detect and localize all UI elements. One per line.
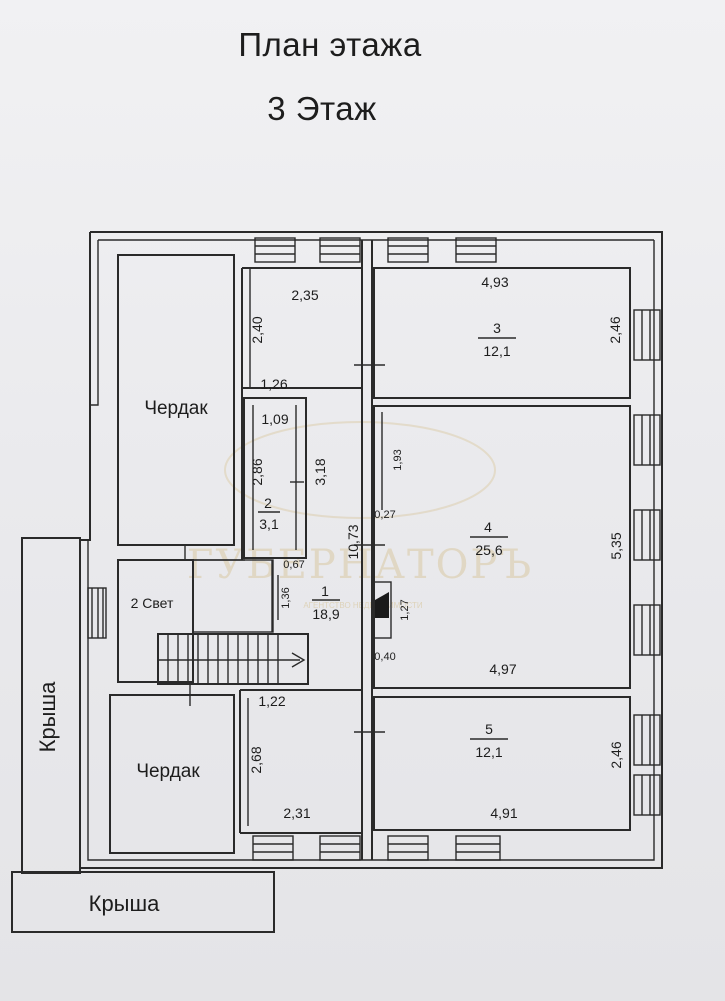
dim-1-27: 1,27	[399, 599, 411, 620]
room-4-area: 25,6	[475, 542, 502, 558]
dim-2-40: 2,40	[249, 316, 265, 343]
room-2-number: 2	[264, 495, 272, 511]
dim-4-91: 4,91	[490, 805, 517, 821]
roof-bottom-label: Крыша	[89, 891, 161, 916]
dim-0-40: 0,40	[374, 651, 395, 663]
windows-bottom	[252, 835, 501, 861]
attic-top: Чердак	[117, 254, 245, 561]
right-room-walls	[372, 267, 631, 831]
dim-0-67: 0,67	[283, 559, 304, 571]
dim-2-86: 2,86	[249, 458, 265, 485]
room-3-number: 3	[493, 320, 501, 336]
roof-left-block: Крыша	[21, 537, 81, 874]
attic-bottom: Чердак	[109, 682, 235, 854]
corridor-walls	[354, 240, 385, 860]
dim-1-22: 1,22	[258, 693, 285, 709]
watermark: ГУБЕРНАТОРЪ АГЕНТСТВО НЕДВИЖИМОСТИ	[187, 421, 531, 610]
plan-title: План этажа	[238, 26, 422, 63]
left-room-walls	[239, 267, 362, 834]
room-4-number: 4	[484, 519, 492, 535]
dim-2-46-top: 2,46	[607, 316, 623, 343]
attic-bottom-label: Чердак	[136, 761, 200, 782]
room-labels: 1 18,9 2 3,1 3 12,1 4 25,6 5 12,1	[258, 320, 516, 760]
room-5-area: 12,1	[475, 744, 502, 760]
dim-2-68: 2,68	[248, 746, 264, 773]
room-3-area: 12,1	[483, 343, 510, 359]
dim-4-97: 4,97	[489, 661, 516, 677]
room-1-area: 18,9	[312, 606, 339, 622]
staircase	[157, 633, 309, 685]
dim-1-36: 1,36	[280, 587, 292, 608]
floor-label: 3 Этаж	[267, 90, 377, 127]
dim-10-73: 10,73	[345, 524, 361, 559]
room-5-number: 5	[485, 721, 493, 737]
windows-right	[633, 309, 661, 816]
dim-5-35: 5,35	[608, 532, 624, 559]
watermark-subtitle: АГЕНТСТВО НЕДВИЖИМОСТИ	[303, 601, 423, 610]
room-2-area: 3,1	[259, 516, 279, 532]
dim-2-31: 2,31	[283, 805, 310, 821]
light-well: 2 Свет	[87, 559, 274, 683]
windows-top	[254, 237, 497, 263]
dim-1-93: 1,93	[392, 449, 404, 470]
dim-2-35: 2,35	[291, 287, 318, 303]
dim-1-26: 1,26	[260, 376, 287, 392]
roof-bottom-block: Крыша	[11, 871, 275, 933]
room-1-number: 1	[321, 583, 329, 599]
dim-4-93: 4,93	[481, 274, 508, 290]
light-well-window	[87, 587, 107, 639]
dimensions: 2,35 2,40 1,26 1,09 2,86 3,18 0,67 1,36 …	[248, 274, 624, 821]
dim-3-18: 3,18	[312, 458, 328, 485]
dim-2-46-bottom: 2,46	[608, 741, 624, 768]
dim-0-27: 0,27	[374, 509, 395, 521]
roof-left-label: Крыша	[35, 681, 60, 753]
light-well-label: 2 Свет	[131, 595, 174, 611]
dim-1-09: 1,09	[261, 411, 288, 427]
attic-top-label: Чердак	[144, 398, 208, 419]
